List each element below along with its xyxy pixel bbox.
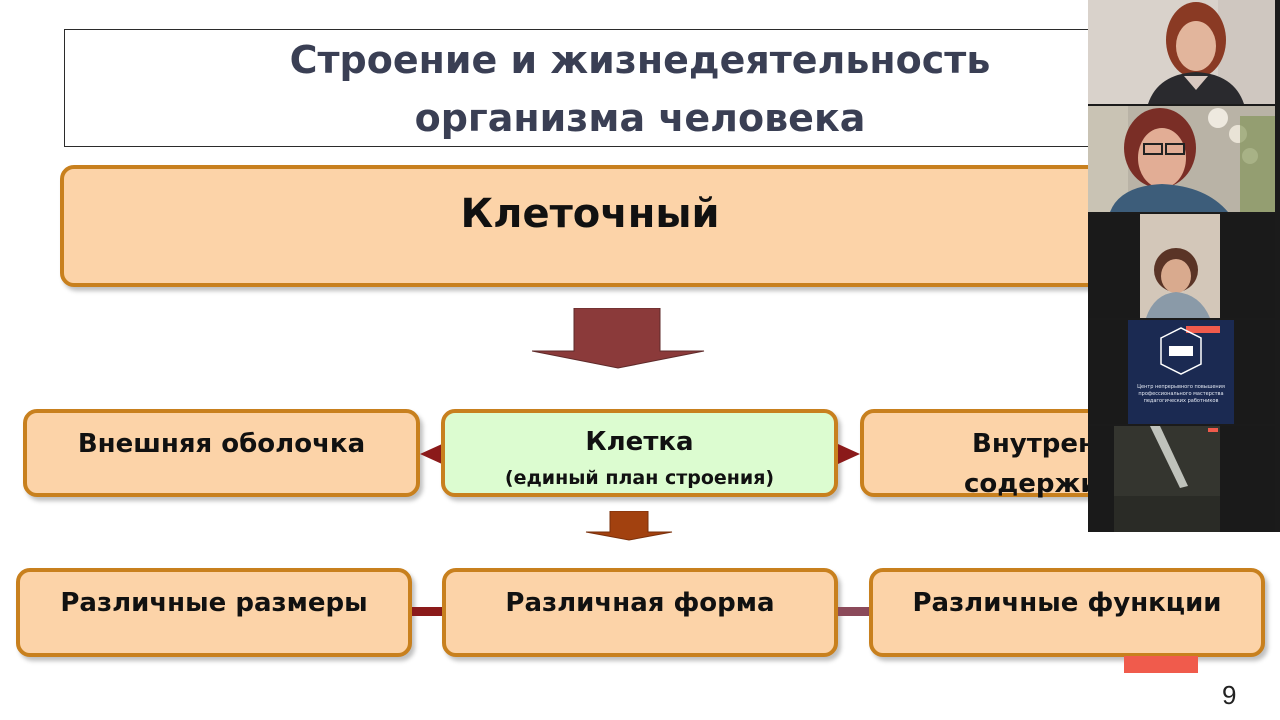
participant-tile-4[interactable]: МГОЧ Центр непрерывного повышения профес… [1088,320,1275,424]
participant-tile-1[interactable] [1088,0,1275,104]
slide-title-line-2: организма человека [414,96,866,140]
participant-tile-2[interactable] [1088,106,1275,212]
left-arrow-icon [420,444,442,464]
various-form-box: Различная форма [442,568,838,657]
title-frame [64,29,1104,147]
slide-title-line-1: Строение и жизнедеятельность [289,38,991,82]
connector-right [838,607,869,616]
cell-label: Клетка [585,427,694,457]
org-name-line-3: педагогических работников [1143,398,1219,404]
logo-caption: МГОЧ [1169,346,1193,354]
outer-shell-box: Внешняя оболочка [23,409,420,497]
org-name-line-1: Центр непрерывного повышения [1137,384,1225,390]
various-functions-label: Различные функции [912,588,1222,618]
slide-number: 9 [1222,680,1237,710]
cellular-level-box: Клеточный [60,165,1160,287]
cell-sublabel: (единый план строения) [504,467,775,489]
down-arrow-icon [532,308,705,369]
outer-shell-label: Внешняя оболочка [77,429,366,459]
various-form-label: Различная форма [505,588,775,618]
connector-left [412,607,442,616]
participant-tile-3[interactable] [1088,214,1275,318]
right-arrow-icon [838,444,860,464]
participant-video-2 [1088,106,1275,212]
participants-panel: МГОЧ Центр непрерывного повышения профес… [1088,0,1280,532]
org-name-line-2: профессионального мастерства [1138,391,1224,397]
inner-content-label-2: содержи [964,469,1099,499]
cell-box: Клетка (единый план строения) [441,409,838,497]
cellular-level-label: Клеточный [460,191,720,237]
participant-tile-5[interactable] [1088,426,1275,532]
various-sizes-box: Различные размеры [16,568,412,657]
building-logo-icon [1160,327,1202,375]
inner-content-label-1: Внутрен [972,429,1097,459]
participant-video-1 [1088,0,1275,104]
small-down-arrow-icon [585,511,673,541]
various-functions-box: Различные функции [869,568,1265,657]
various-sizes-label: Различные размеры [60,588,368,618]
decorative-red-bar [1124,656,1198,673]
participant-video-5 [1088,426,1275,532]
participant-video-3 [1088,214,1275,318]
participant-video-4 [1088,320,1275,424]
